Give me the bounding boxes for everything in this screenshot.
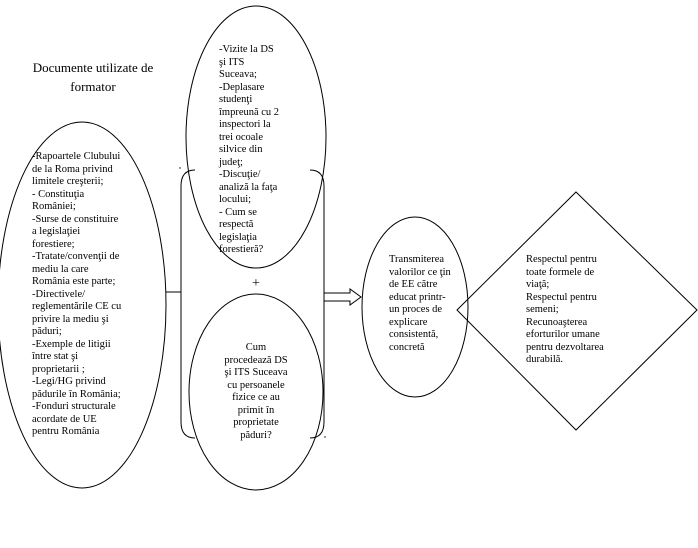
activities-line: -Deplasare [219, 81, 265, 93]
documents-title-line: Documente utilizate de [32, 60, 154, 75]
transmission-line: valorilor ce ţin [389, 266, 451, 278]
question-line: procedează DS [224, 354, 288, 366]
values-line: toate formele de [526, 266, 595, 278]
grouping-bracket [180, 169, 325, 439]
transmission-line: explicare [389, 316, 428, 328]
activities-line: analiză la faţa [219, 181, 278, 193]
transmission-line: consistentă, [389, 329, 439, 340]
values-line: Respectul pentru [526, 291, 597, 303]
activities-line: - Cum se [219, 206, 257, 218]
documents-line: mediu la care [32, 263, 89, 275]
question-line: păduri? [240, 429, 272, 441]
documents-line: între stat şi [32, 351, 79, 362]
documents-ellipse [0, 121, 167, 489]
documents-line: limitele creşterii; [32, 176, 104, 187]
transmission-line: de EE către [389, 279, 438, 290]
question-ellipse [188, 293, 324, 491]
values-line: Recunoaşterea [526, 316, 588, 328]
documents-line: României; [32, 201, 76, 212]
activities-line: şi ITS [219, 56, 245, 68]
question-line: Cum [245, 342, 267, 353]
question-line: primit în [237, 404, 275, 416]
activities-line: locului; [219, 194, 252, 205]
values-line: eforturilor umane [526, 329, 600, 340]
documents-title: Documente utilizate de formator [8, 58, 178, 96]
documents-line: România este parte; [32, 276, 116, 287]
documents-line: de la Roma privind [32, 163, 113, 175]
activities-line: judeţ; [219, 156, 243, 168]
transmission-line: un proces de [389, 304, 443, 315]
documents-line: -Surse de constituire [32, 213, 119, 225]
activities-line: trei ocoale [219, 131, 264, 143]
activities-line: legislaţia [219, 231, 257, 243]
dot-marker [324, 436, 326, 438]
values-line: pentru dezvoltarea [526, 341, 604, 353]
transmission-line: Transmiterea [389, 254, 445, 265]
documents-line: -Legi/HG privind [32, 376, 106, 387]
documents-line: proprietarii ; [32, 363, 85, 375]
activities-line: -Discuţie/ [219, 169, 261, 180]
activities-ellipse [185, 5, 327, 269]
documents-line: păduri; [32, 326, 62, 337]
activities-line: forestieră? [219, 244, 264, 255]
documents-line: pentru România [32, 426, 100, 437]
dot-marker [179, 167, 181, 169]
plus-sign: + [252, 276, 260, 291]
documents-line: pădurile în România; [32, 388, 121, 400]
documents-line: -Exemple de litigii [32, 338, 111, 350]
arrow-right-icon [323, 288, 362, 306]
activities-line: studenţi [219, 94, 253, 105]
activities-line: -Vizite la DS [219, 44, 274, 55]
documents-line: - Constituţia [32, 188, 85, 200]
documents-line: -Directivele/ [32, 288, 86, 300]
question-line: şi ITS Suceava [224, 367, 288, 378]
values-line: Respectul pentru [526, 254, 597, 265]
documents-line: forestiere; [32, 238, 75, 250]
documents-line: -Tratate/convenţii de [32, 251, 120, 262]
question-line: cu persoanele [227, 379, 285, 391]
documents-line: -Fonduri structurale [32, 401, 116, 412]
documents-line: acordate de UE [32, 413, 97, 425]
values-line: semeni; [526, 304, 559, 315]
documents-title-line: formator [70, 79, 116, 94]
question-line: fizice ce au [232, 392, 280, 403]
transmission-line: concretă [389, 341, 425, 353]
values-line: viaţă; [526, 279, 550, 290]
documents-line: privire la mediu şi [32, 313, 109, 325]
activities-line: silvice din [219, 144, 263, 155]
transmission-line: educat printr- [389, 291, 446, 303]
values-line: durabilă. [526, 354, 564, 365]
activities-line: împreună cu 2 [219, 106, 280, 118]
values-diamond [456, 191, 698, 431]
activities-line: respectă [219, 219, 254, 230]
question-line: proprietate [233, 417, 279, 428]
documents-line: -Rapoartele Clubului [32, 151, 121, 162]
transmission-ellipse [361, 216, 469, 398]
activities-line: Suceava; [219, 69, 257, 80]
documents-line: reglementările CE cu [32, 301, 122, 312]
documents-line: a legislaţiei [32, 226, 81, 237]
activities-line: inspectori la [219, 119, 271, 130]
